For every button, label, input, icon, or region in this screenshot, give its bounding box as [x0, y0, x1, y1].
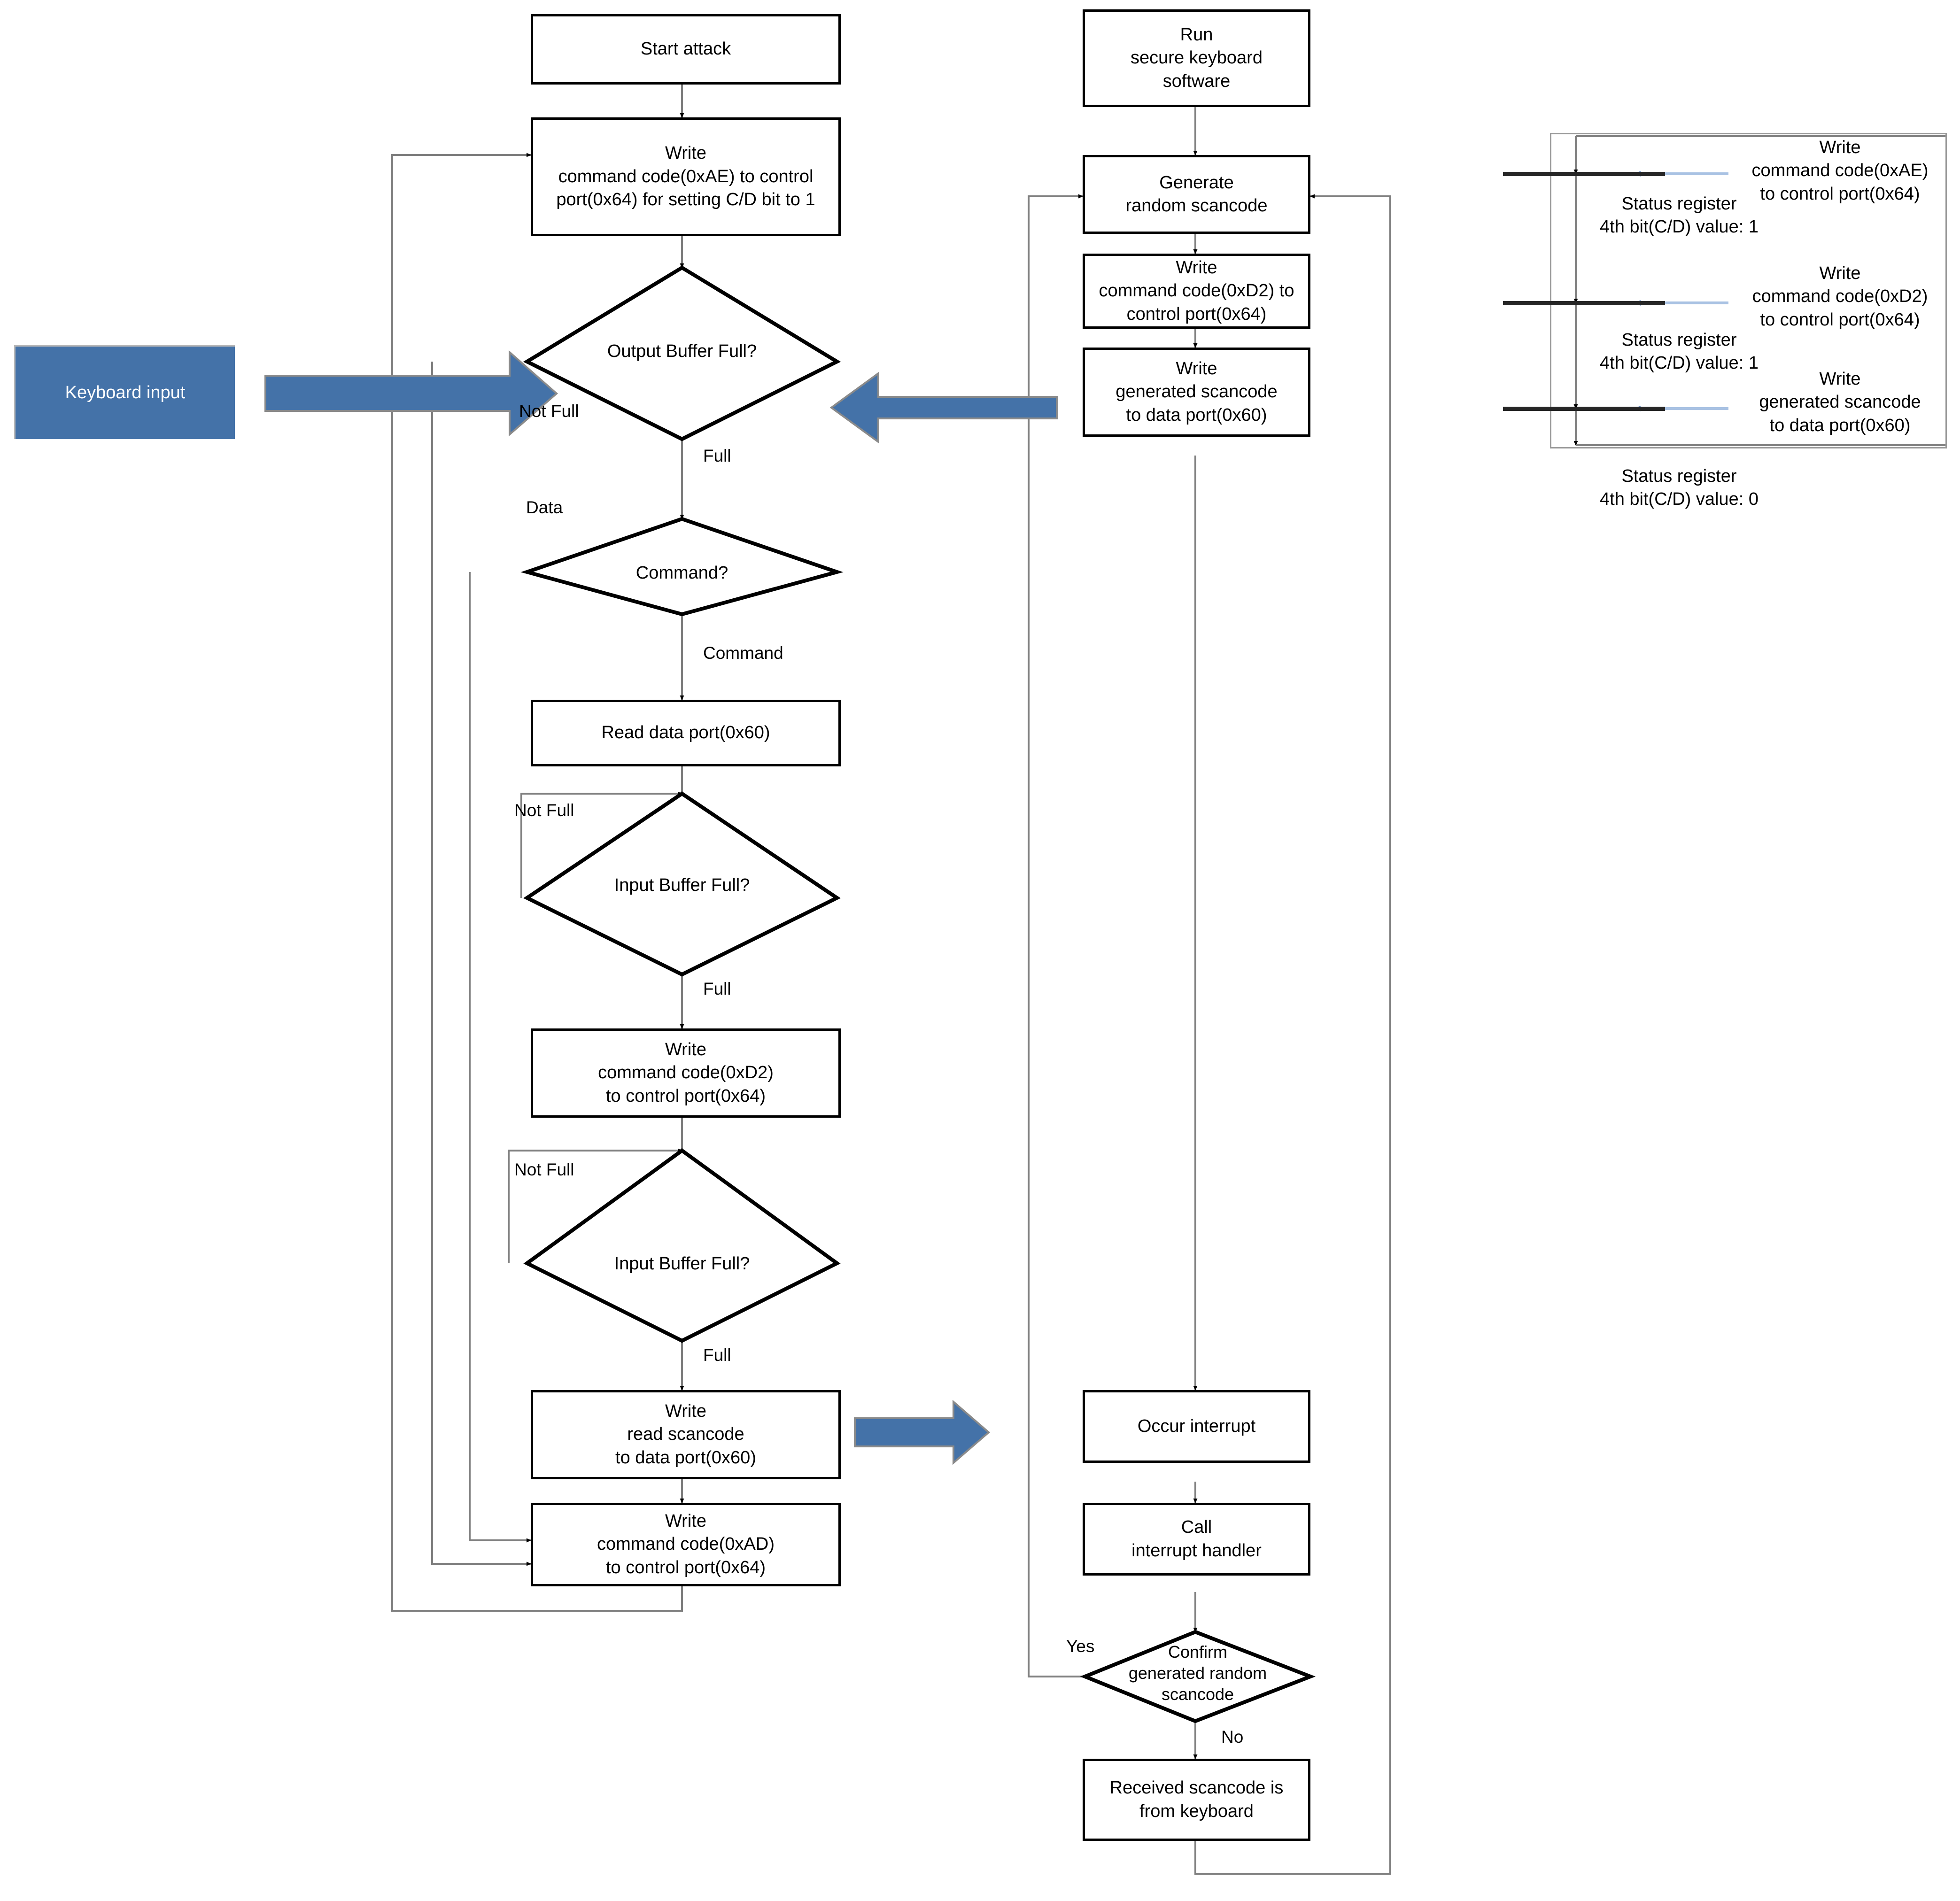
panel-action-data: Write generated scancode to data port(0x… — [1759, 369, 1921, 435]
node-write-read-scancode[interactable]: Write read scancode to data port(0x60) — [531, 1390, 841, 1479]
edge-label-not-full-3: Not Full — [514, 1160, 574, 1179]
attack-to-interrupt-arrow — [854, 1399, 991, 1465]
panel-action-d2: Write command code(0xD2) to control port… — [1752, 263, 1928, 330]
node-command-question[interactable]: Command? — [527, 519, 837, 614]
timeline-bar-1 — [1503, 172, 1665, 176]
node-received-scancode-from-keyboard[interactable]: Received scancode is from keyboard — [1083, 1759, 1310, 1841]
node-label: Output Buffer Full? — [607, 341, 757, 361]
panel-status-d2: Status register 4th bit(C/D) value: 1 — [1600, 330, 1759, 373]
node-occur-interrupt[interactable]: Occur interrupt — [1083, 1390, 1310, 1463]
node-label: Occur interrupt — [1137, 1416, 1256, 1436]
node-write-d2-attack[interactable]: Write command code(0xD2) to control port… — [531, 1028, 841, 1118]
edge-label-command: Command — [703, 643, 783, 663]
node-label: Confirm generated random scancode — [1128, 1642, 1267, 1704]
node-label: Read data port(0x60) — [601, 723, 770, 743]
node-write-generated-scancode[interactable]: Write generated scancode to data port(0x… — [1083, 348, 1310, 437]
node-label: Command? — [635, 563, 728, 583]
node-label: Input Buffer Full? — [614, 875, 750, 895]
node-read-data-port[interactable]: Read data port(0x60) — [531, 700, 841, 766]
edge-label-full-1: Full — [703, 446, 731, 465]
edge-label-yes: Yes — [1066, 1637, 1095, 1656]
node-write-ad[interactable]: Write command code(0xAD) to control port… — [531, 1503, 841, 1586]
edge-label-full-2: Full — [703, 979, 731, 998]
status-register-panel — [1550, 133, 1947, 448]
node-call-interrupt-handler[interactable]: Call interrupt handler — [1083, 1503, 1310, 1576]
node-run-secure-keyboard[interactable]: Run secure keyboard software — [1083, 9, 1310, 107]
node-label: Write read scancode to data port(0x60) — [615, 1401, 756, 1468]
keyboard-input-label: Keyboard input — [65, 383, 186, 402]
node-label: Run secure keyboard software — [1131, 24, 1263, 91]
node-label: Write command code(0xD2) to control port… — [598, 1039, 774, 1106]
node-label: Write command code(0xD2) to control port… — [1099, 257, 1294, 324]
node-label: Write command code(0xAE) to control port… — [556, 143, 815, 210]
panel-status-ae: Status register 4th bit(C/D) value: 1 — [1600, 194, 1759, 237]
node-write-d2-secure[interactable]: Write command code(0xD2) to control port… — [1083, 254, 1310, 329]
node-write-ae[interactable]: Write command code(0xAE) to control port… — [531, 117, 841, 236]
secure-to-attack-arrow — [829, 371, 1058, 444]
node-label: Call interrupt handler — [1131, 1517, 1262, 1561]
node-input-buffer-full-1[interactable]: Input Buffer Full? — [527, 794, 837, 974]
node-label: Write command code(0xAD) to control port… — [597, 1511, 775, 1577]
edge-label-not-full-2: Not Full — [514, 801, 574, 820]
node-label: Start attack — [640, 39, 731, 59]
node-generate-random-scancode[interactable]: Generate random scancode — [1083, 155, 1310, 234]
node-label: Generate random scancode — [1125, 172, 1268, 216]
keyboard-input-arrow — [264, 350, 558, 437]
node-start-attack[interactable]: Start attack — [531, 14, 841, 85]
timeline-bar-3 — [1503, 407, 1665, 411]
timeline-bar-2 — [1503, 301, 1665, 305]
node-label: Received scancode is from keyboard — [1109, 1778, 1284, 1821]
edge-label-data: Data — [526, 498, 563, 517]
node-confirm-generated-random-scancode[interactable]: Confirm generated random scancode — [1085, 1632, 1310, 1721]
panel-status-data: Status register 4th bit(C/D) value: 0 — [1600, 466, 1759, 510]
panel-action-ae: Write command code(0xAE) to control port… — [1751, 138, 1929, 204]
edge-label-not-full-1: Not Full — [519, 402, 579, 421]
node-label: Input Buffer Full? — [614, 1254, 750, 1274]
edge-label-full-3: Full — [703, 1345, 731, 1365]
edge-label-no: No — [1221, 1727, 1244, 1746]
node-label: Write generated scancode to data port(0x… — [1116, 358, 1278, 425]
keyboard-input-box[interactable]: Keyboard input — [14, 345, 235, 439]
